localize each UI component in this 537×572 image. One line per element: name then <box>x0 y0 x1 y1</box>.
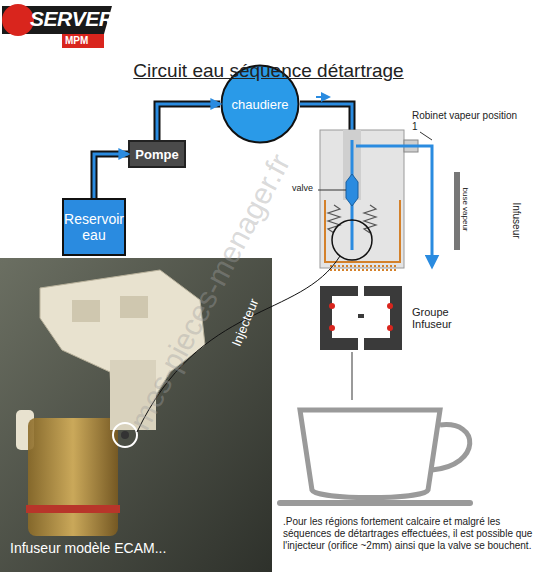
leader-line <box>318 190 346 191</box>
part-label: valve <box>292 183 313 193</box>
node-texts: Pompe <box>135 147 178 162</box>
process-box: Pompe <box>128 140 186 168</box>
node-texts: Groupe Infuseur <box>412 306 474 330</box>
piston-frame <box>325 200 400 262</box>
part-label: MPM <box>65 35 88 46</box>
infuser-housing <box>320 130 404 268</box>
pipe-outline <box>94 154 128 198</box>
steam-path <box>356 146 432 262</box>
node-text: Pompe <box>135 147 178 162</box>
steam-nozzle <box>454 172 460 250</box>
logo-disc <box>2 4 34 36</box>
part-label: Infuseur <box>511 191 522 251</box>
amber-cylinder <box>28 418 118 536</box>
node-text: Reservoir eau <box>62 211 126 243</box>
flow-arrow <box>316 96 326 98</box>
coffee-spout <box>351 352 353 400</box>
pipe-flow <box>94 154 128 198</box>
cup <box>300 410 440 498</box>
process-box: Reservoir eau <box>62 198 126 256</box>
logo-tag <box>62 34 104 48</box>
filter-plate <box>330 266 398 270</box>
part-label: buse vapeur <box>461 180 470 240</box>
part-label: SERVERO <box>30 7 129 31</box>
node-texts: Reservoir eau <box>62 211 126 243</box>
injector-circle <box>332 220 372 260</box>
node-text: Groupe Infuseur <box>412 306 474 330</box>
node-text: chaudiere <box>231 97 288 112</box>
red-seal <box>26 505 120 513</box>
cup-handle <box>432 425 470 470</box>
infuser-detail <box>72 300 100 322</box>
part-label: Robinet vapeur position 1 <box>412 110 522 132</box>
node-outline <box>318 284 478 352</box>
pipe-flow <box>157 104 220 140</box>
caption-note: .Pour les régions fortement calcaire et … <box>283 516 533 552</box>
infuser-group: Groupe Infuseur <box>318 284 478 352</box>
node-texts: chaudiere <box>231 97 288 112</box>
valve-body <box>346 174 358 206</box>
pipe-outline <box>157 104 220 140</box>
part-label: Infuseur modèle ECAM... <box>10 540 166 556</box>
leader-line <box>420 132 432 140</box>
water-pipe <box>94 154 128 198</box>
diagram-title: Circuit eau séquence détartrage <box>0 60 537 82</box>
saucer <box>280 500 470 506</box>
water-pipe <box>157 104 220 140</box>
infuser-detail <box>120 296 148 318</box>
